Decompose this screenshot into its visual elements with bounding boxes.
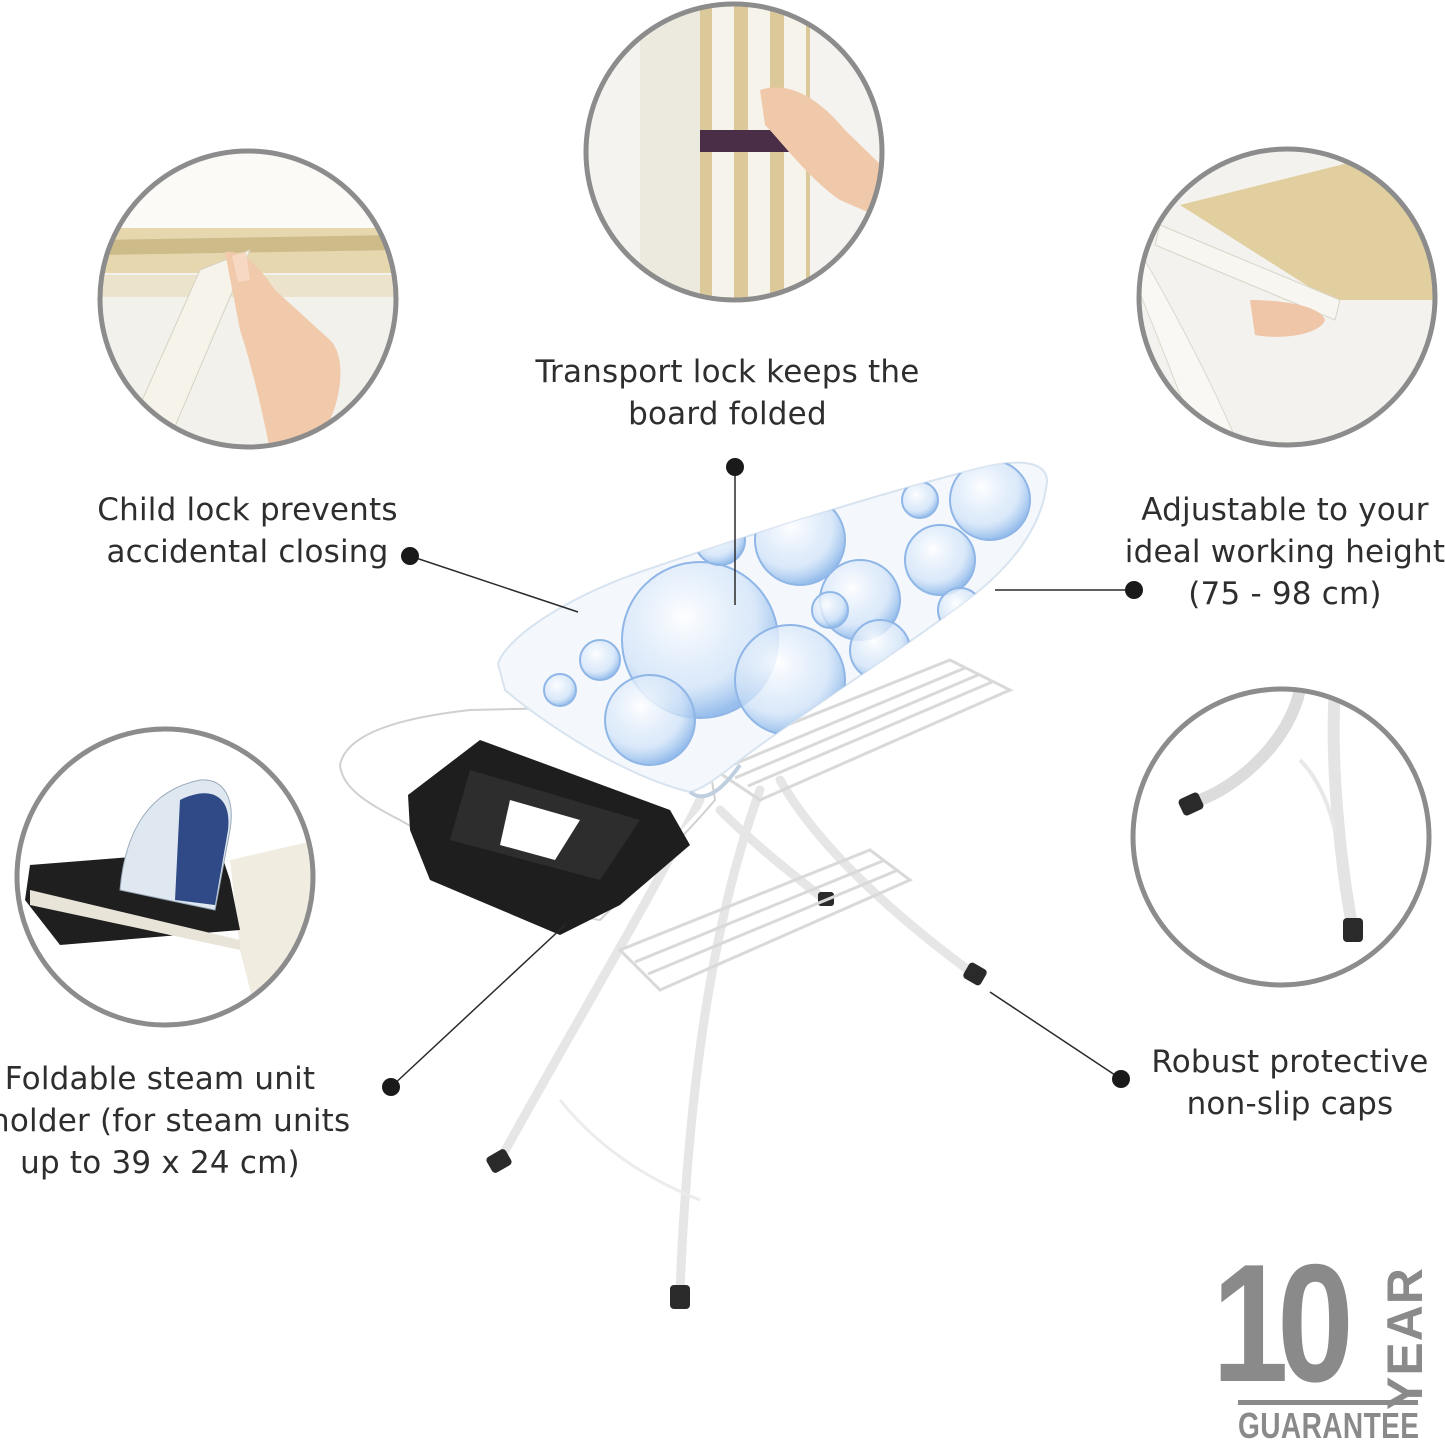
callout-child-lock: Child lock prevents accidental closing [95, 489, 400, 573]
dot-caps [1112, 1070, 1130, 1088]
callout-leaders [382, 458, 1143, 1096]
callout-line: holder (for steam units [0, 1103, 351, 1139]
detail-circle-child-lock [97, 148, 399, 450]
callout-line: Adjustable to your [1141, 492, 1429, 528]
detail-circle-caps [1130, 686, 1432, 988]
callout-line: Transport lock keeps the [535, 354, 920, 390]
dot-transport-lock [726, 458, 744, 476]
callout-line: Foldable steam unit [4, 1061, 316, 1097]
dot-steam-holder [382, 1078, 400, 1096]
guarantee-divider [1238, 1400, 1418, 1405]
callout-line: Child lock prevents [97, 492, 398, 528]
detail-circle-transport-lock [583, 1, 885, 303]
dot-adjustable [1125, 581, 1143, 599]
guarantee-unit: YEAR [1377, 1267, 1433, 1410]
callout-line: up to 39 x 24 cm) [20, 1145, 300, 1181]
steam-holder [334, 699, 721, 935]
detail-circle-height-adjust [1136, 146, 1438, 448]
callout-line: (75 - 98 cm) [1188, 576, 1382, 612]
dot-child-lock [401, 547, 419, 565]
ironing-board [334, 458, 1143, 1309]
detail-circle-steam-holder [14, 726, 316, 1028]
linen-rack [617, 658, 1014, 992]
callout-line: ideal working height [1124, 534, 1445, 570]
leg-caps [486, 892, 987, 1309]
callout-transport-lock: Transport lock keeps the board folded [520, 351, 935, 435]
callout-steam-holder: Foldable steam unit holder (for steam un… [0, 1058, 351, 1184]
board-cover [496, 461, 1048, 799]
guarantee-word: GUARANTEE [1238, 1405, 1420, 1446]
callout-line: non-slip caps [1186, 1086, 1394, 1122]
callout-adjustable-height: Adjustable to your ideal working height … [1120, 489, 1445, 615]
callout-non-slip-caps: Robust protective non-slip caps [1140, 1041, 1440, 1125]
callout-line: Robust protective [1151, 1044, 1429, 1080]
guarantee-number: 10 [1212, 1229, 1354, 1417]
callout-line: accidental closing [106, 534, 389, 570]
callout-line: board folded [628, 396, 827, 432]
